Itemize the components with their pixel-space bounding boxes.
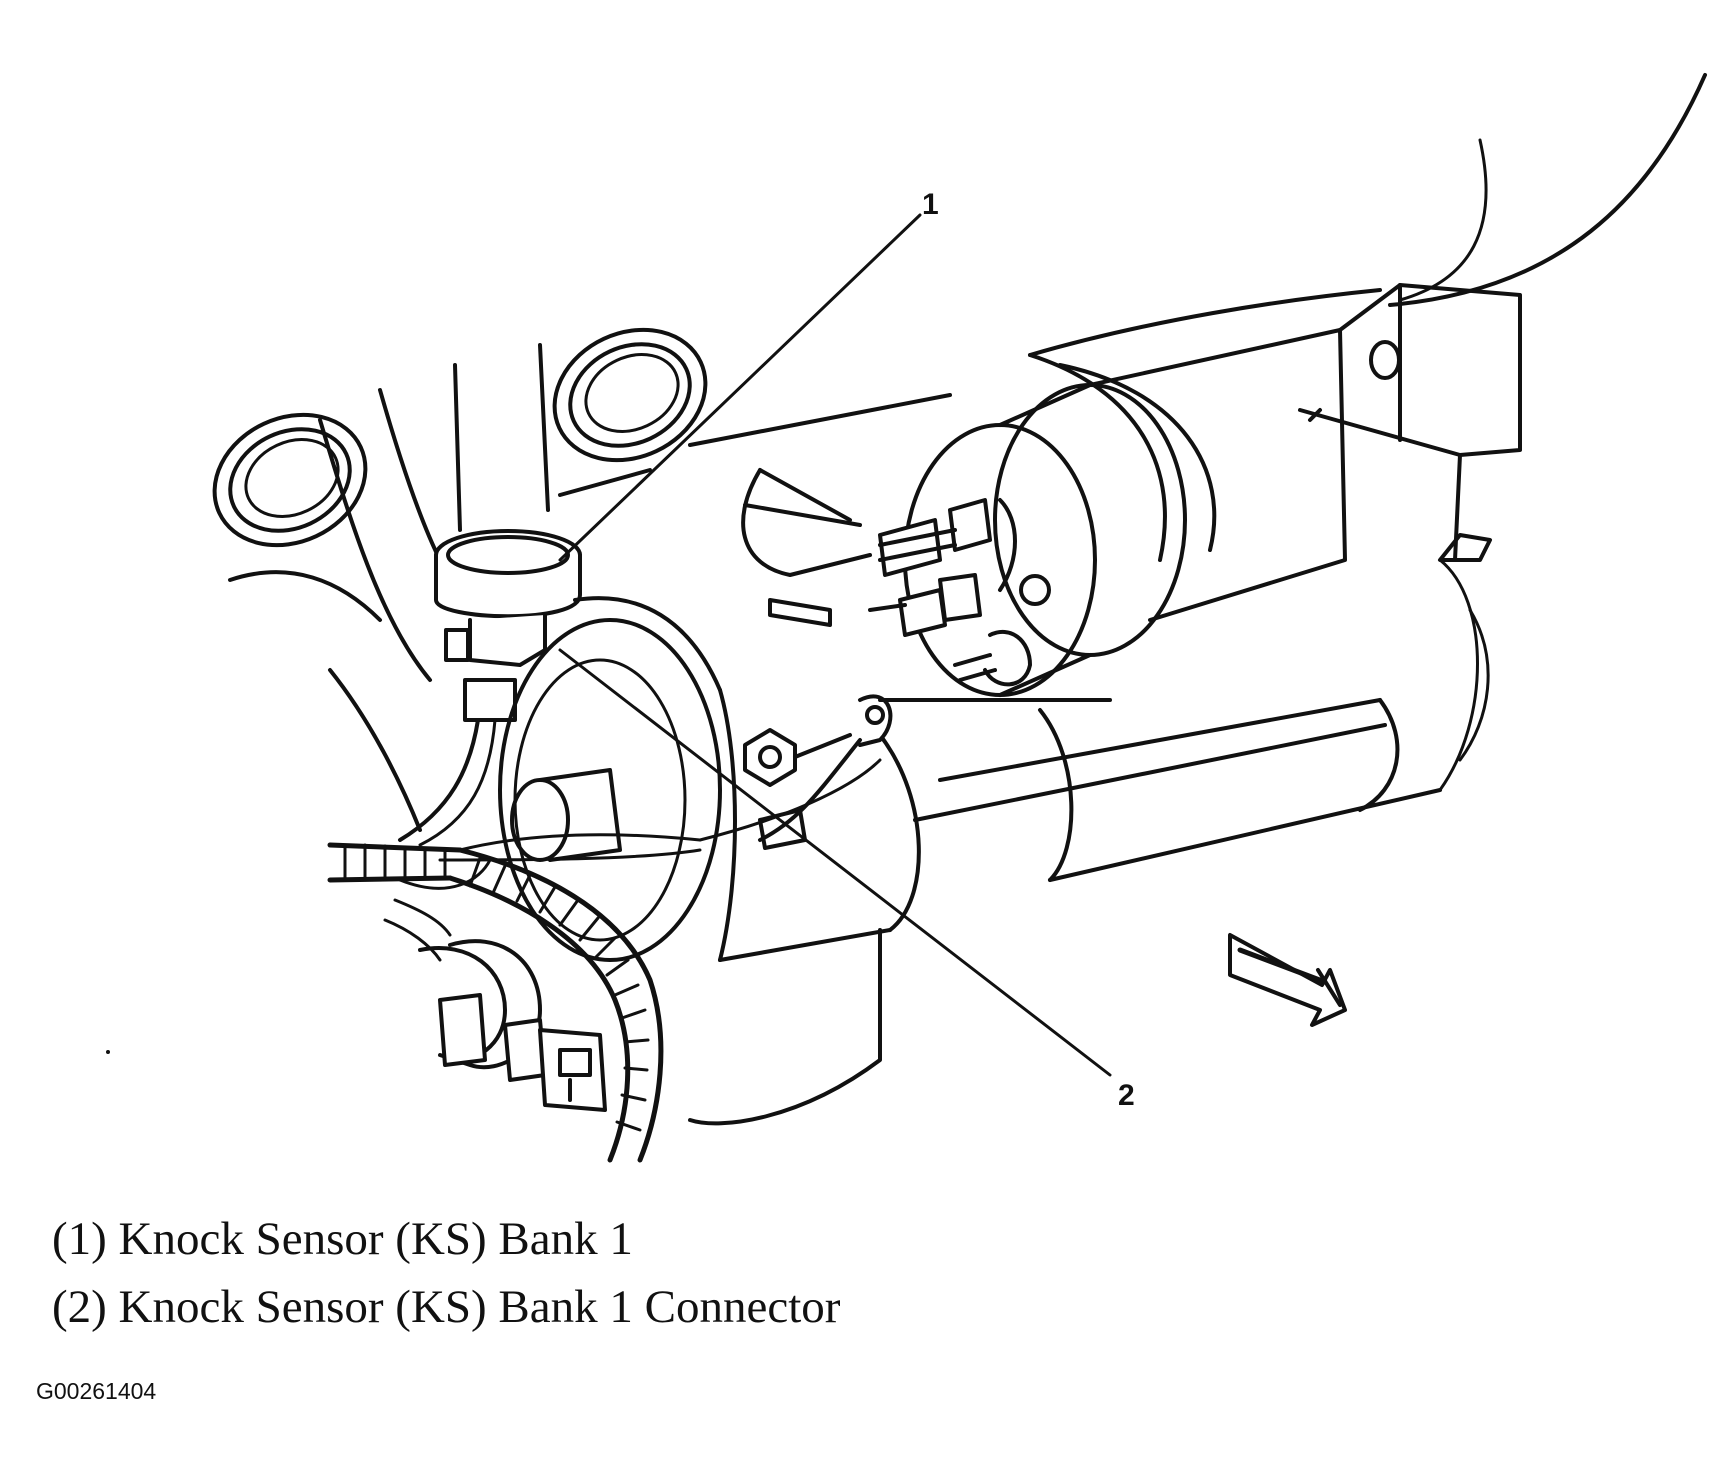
legend-item-1: (1) Knock Sensor (KS) Bank 1 <box>52 1213 633 1265</box>
mounting-bracket <box>741 468 872 627</box>
scan-specks <box>106 1050 110 1054</box>
legend: (1) Knock Sensor (KS) Bank 1 (2) Knock S… <box>52 1205 840 1341</box>
wire-harness <box>327 758 882 1163</box>
engine-block-outline <box>228 73 1707 890</box>
solenoid-terminals <box>868 498 1051 687</box>
figure-id: G00261404 <box>36 1378 157 1404</box>
exhaust-port-left <box>212 412 368 548</box>
legend-item-2: (2) Knock Sensor (KS) Bank 1 Connector <box>52 1281 841 1333</box>
callout-number-2: 2 <box>1118 1079 1135 1112</box>
engine-diagram: 1 2 <box>106 73 1707 1163</box>
knock-sensor-connector <box>418 939 607 1112</box>
exhaust-port-right <box>552 327 708 463</box>
arrow-icon <box>1228 933 1347 1027</box>
knock-sensor-bank-1 <box>398 529 582 847</box>
ground-stud-nut <box>743 694 1112 842</box>
callout-number-1: 1 <box>922 188 939 221</box>
sensor-pipe <box>453 343 550 532</box>
starter-solenoid <box>903 283 1522 697</box>
leader-lines <box>558 213 1112 1077</box>
